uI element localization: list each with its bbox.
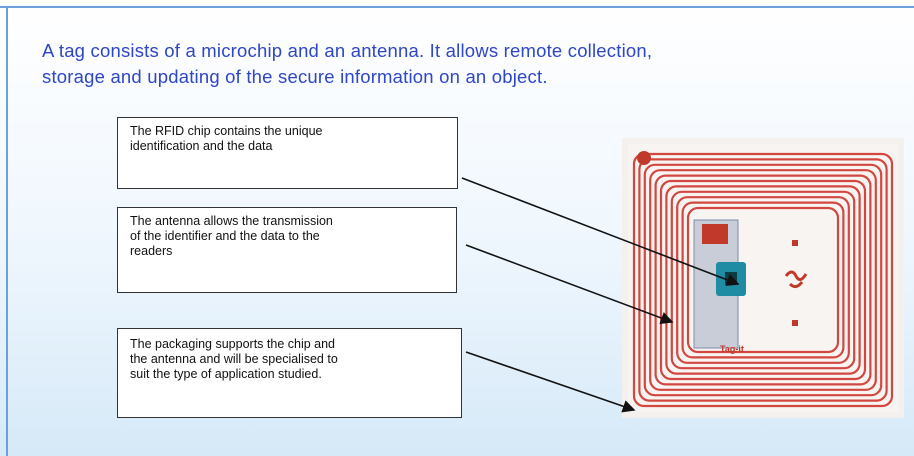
callout-chip: The RFID chip contains the unique identi… <box>117 117 458 189</box>
callout-packaging-line-3: suit the type of application studied. <box>130 367 322 381</box>
antenna-turn <box>632 152 894 408</box>
antenna-turn <box>638 158 888 402</box>
antenna-turn <box>649 169 877 391</box>
antenna-turn <box>659 179 867 381</box>
callout-packaging-line-2: the antenna and will be specialised to <box>130 352 338 366</box>
rfid-tag-image: Tag-it <box>622 138 904 418</box>
corner-logo-icon <box>637 151 651 165</box>
antenna-turn <box>643 163 883 397</box>
callout-antenna-line-3: readers <box>130 244 173 258</box>
antenna-turn <box>665 185 861 375</box>
heading-line-2: storage and updating of the secure infor… <box>42 66 548 87</box>
callout-antenna-line-1: The antenna allows the transmission <box>130 214 333 228</box>
antenna-turn <box>686 206 840 354</box>
arrow-packaging <box>465 351 636 413</box>
callout-antenna: The antenna allows the transmission of t… <box>117 207 457 293</box>
bond-pad-top <box>792 240 798 246</box>
callout-packaging-line-1: The packaging supports the chip and <box>130 337 335 351</box>
callout-chip-line-1: The RFID chip contains the unique <box>130 124 323 138</box>
heading-line-1: A tag consists of a microchip and an ant… <box>42 40 653 61</box>
callout-chip-line-2: identification and the data <box>130 139 273 153</box>
antenna-turn <box>676 196 850 364</box>
slide-top-border <box>0 6 914 8</box>
callout-antenna-line-2: of the identifier and the data to the <box>130 229 320 243</box>
bond-pad-bottom <box>792 320 798 326</box>
slide-heading: A tag consists of a microchip and an ant… <box>42 38 882 90</box>
antenna-turn <box>654 174 872 386</box>
arrow-antenna <box>465 244 674 325</box>
antenna-coil <box>632 152 894 408</box>
inlay-connector <box>702 224 728 244</box>
antenna-turn <box>681 201 845 359</box>
callout-packaging: The packaging supports the chip and the … <box>117 328 462 418</box>
rfid-tag-illustration: Tag-it <box>628 144 898 412</box>
antenna-turn <box>670 190 856 370</box>
tag-label: Tag-it <box>720 344 744 354</box>
arrow-chip <box>461 177 740 286</box>
slide-left-border <box>6 6 8 456</box>
brand-logo-icon <box>784 270 808 289</box>
